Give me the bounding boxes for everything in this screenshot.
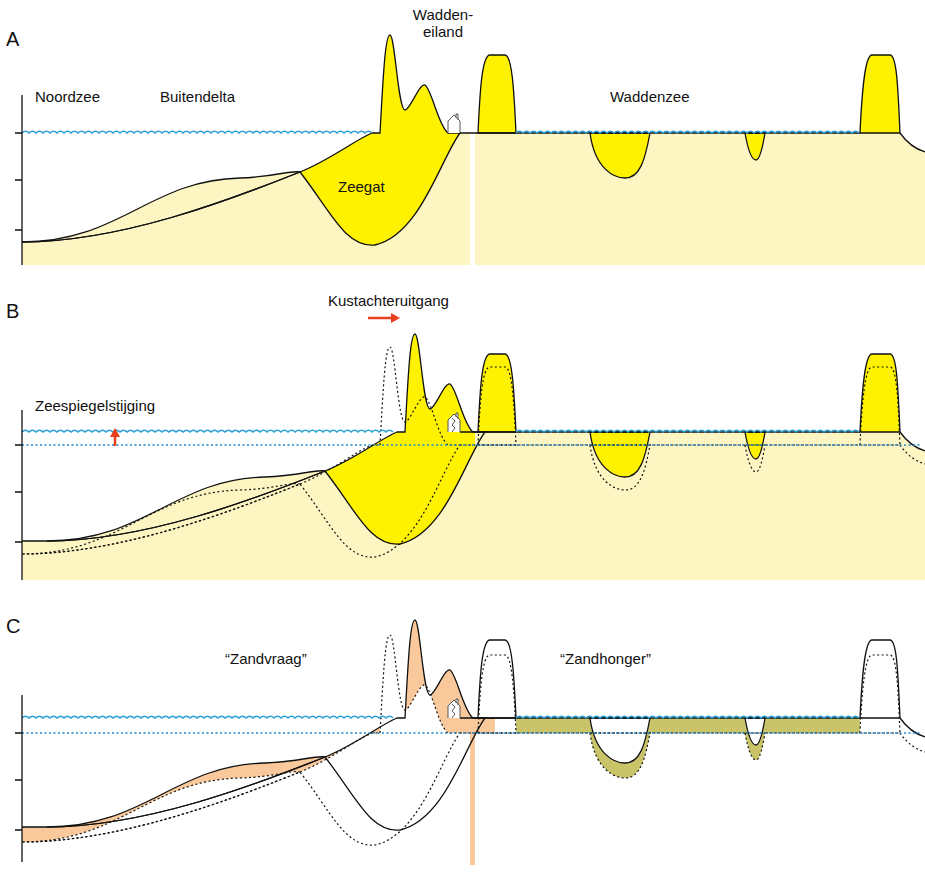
islands-and-channels xyxy=(478,55,900,178)
panel-b-profile xyxy=(22,334,925,580)
new-profile-line xyxy=(478,354,900,477)
water-wave xyxy=(516,716,859,718)
tidal-inlet-and-dunes xyxy=(325,334,485,544)
old-profile-line xyxy=(478,367,900,490)
old-profile-line xyxy=(460,445,925,464)
depth-axis xyxy=(15,95,22,862)
water-wave xyxy=(516,131,859,133)
panel-letter: C xyxy=(6,615,20,638)
inlet-name: Zeegat xyxy=(338,178,385,195)
house-icon xyxy=(448,114,460,133)
concept-name: “Zandvraag” xyxy=(225,650,307,667)
damage-zigzag xyxy=(452,418,455,432)
change-arrows xyxy=(110,313,400,446)
seabed-line xyxy=(22,172,300,242)
new-profile-line xyxy=(47,757,325,827)
water-wave xyxy=(22,131,372,133)
sea-name: Noordzee xyxy=(35,88,100,105)
house-icon xyxy=(448,699,460,718)
old-profile-line xyxy=(300,347,460,557)
house-icon xyxy=(448,413,460,432)
panel-c-profile xyxy=(22,620,925,865)
process-name: Kustachteruitgang xyxy=(328,292,449,309)
old-profile-line xyxy=(460,733,925,752)
wadden-floor-line xyxy=(460,133,925,152)
new-profile-line xyxy=(478,640,900,763)
seabed-fill xyxy=(475,432,925,580)
old-sea-level xyxy=(22,732,920,734)
panel-letter: A xyxy=(6,28,19,51)
sea-name: Waddenzee xyxy=(610,88,690,105)
process-name: Zeespiegelstijging xyxy=(35,397,155,414)
panel-letter: B xyxy=(6,300,19,323)
seabed-fill xyxy=(475,133,925,265)
tidal-inlet-and-dunes xyxy=(300,35,460,245)
new-profile-line xyxy=(460,432,925,451)
old-sea-level xyxy=(22,444,920,446)
old-profile-line xyxy=(22,484,300,554)
water-surface xyxy=(22,131,859,718)
water-wave xyxy=(22,430,393,432)
old-profile-line xyxy=(22,484,300,554)
new-profile-line xyxy=(325,620,485,830)
new-profile-line xyxy=(460,718,925,737)
delta-name: Buitendelta xyxy=(160,88,235,105)
islands-and-channels xyxy=(478,354,900,477)
concept-name: “Zandhonger” xyxy=(560,650,651,667)
water-wave xyxy=(516,430,859,432)
outer-delta xyxy=(22,172,300,242)
outer-delta xyxy=(47,471,325,541)
new-profile-line xyxy=(22,471,325,541)
damage-zigzag xyxy=(452,704,455,718)
old-ground-mask xyxy=(300,635,460,845)
water-wave xyxy=(22,716,393,718)
old-profile-line xyxy=(478,655,900,778)
new-profile-line xyxy=(22,757,325,827)
old-profile-line xyxy=(300,635,460,845)
new-profile-line xyxy=(325,334,485,544)
island-name: Wadden- eiland xyxy=(406,6,480,41)
old-ground-mask xyxy=(475,733,925,865)
new-profile-line xyxy=(47,471,325,541)
panel-a-profile xyxy=(22,35,925,265)
